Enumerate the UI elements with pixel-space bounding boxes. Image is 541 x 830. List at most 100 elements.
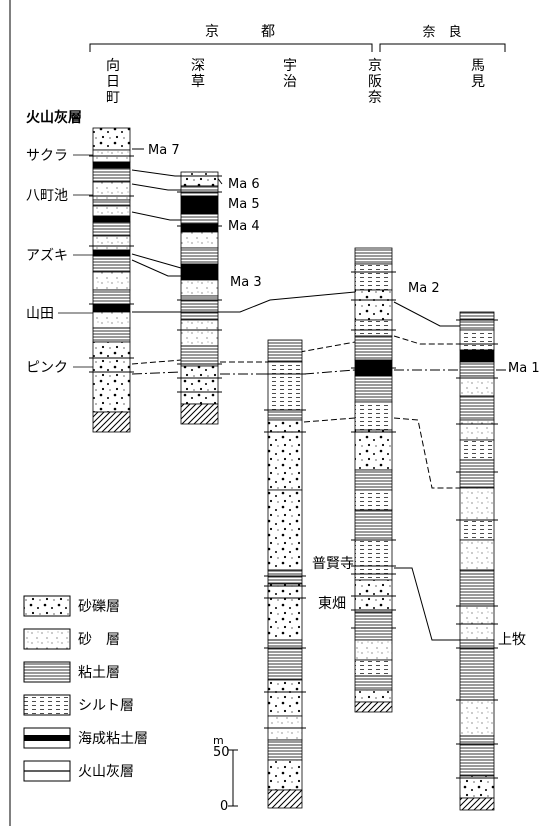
stratigraphic-columns [89, 128, 498, 810]
column-layer-clay [93, 256, 130, 272]
column-layer-silt [355, 660, 392, 676]
column-layer-clay [355, 376, 392, 402]
column-layer-sand [355, 640, 392, 660]
column-layer-gravel [355, 430, 392, 470]
column-layer-gravel [93, 372, 130, 412]
marine-clay-label: Ma 6 [228, 177, 260, 192]
ash-layer-label: 山田 [26, 306, 54, 322]
column-layer-clay [181, 248, 218, 264]
pink-link-3 [394, 336, 460, 344]
column-layer-clay [460, 736, 494, 776]
column-layer-sand [93, 236, 130, 250]
site-name: 馬見 [471, 58, 485, 90]
scale-top-label: 50 [213, 745, 230, 760]
site-label-fugenji: 普賢寺 [312, 556, 354, 572]
column-layer-silt [268, 362, 302, 410]
column-layer-hatch [355, 702, 392, 712]
scale-bottom-label: 0 [220, 799, 228, 814]
column-keihanna [355, 248, 392, 712]
column-layer-hatch [93, 412, 130, 432]
column-layer-clay [93, 222, 130, 236]
column-layer-clay [268, 640, 302, 680]
column-layer-clay [460, 460, 494, 488]
column-layer-sand [460, 540, 494, 570]
site-label-kamimaki: 上牧 [498, 632, 526, 648]
column-layer-hatch [268, 790, 302, 808]
column-layer-gravel [268, 420, 302, 490]
ma2-link [394, 302, 460, 326]
column-layer-gravel [268, 680, 302, 716]
column-layer-clay [93, 328, 130, 342]
column-layer-clay [268, 340, 302, 362]
column-layer-gravel [181, 172, 218, 186]
column-fukakusa [181, 172, 218, 424]
column-layer-clay [268, 410, 302, 420]
column-layer-marine [93, 216, 130, 222]
column-layer-clay [355, 470, 392, 490]
column-layer-gravel [93, 342, 130, 372]
column-layer-hatch [460, 798, 494, 810]
column-layer-sand [181, 280, 218, 296]
column-layer-sand [181, 320, 218, 346]
column-layer-gravel [268, 490, 302, 570]
column-layer-clay [460, 570, 494, 604]
nara-bracket [380, 44, 505, 52]
column-layer-clay [181, 346, 218, 366]
ash-layer-label: サクラ [26, 148, 68, 164]
dash-link-lower-2 [394, 418, 460, 488]
column-layer-gravel [268, 760, 302, 790]
kyoto-bracket [90, 44, 372, 52]
marine-clay-label: Ma 5 [228, 197, 260, 212]
column-layer-gravel [355, 290, 392, 320]
site-label-higashihata: 東畑 [318, 596, 346, 612]
column-layer-sand [93, 206, 130, 216]
column-layer-clay [181, 214, 218, 224]
column-layer-sand [460, 700, 494, 736]
column-layer-marine [93, 250, 130, 256]
column-layer-clay [355, 510, 392, 540]
column-layer-clay [268, 740, 302, 760]
column-layer-clay [460, 640, 494, 700]
column-layer-sand [181, 232, 218, 248]
column-layer-silt [460, 440, 494, 460]
ma3-link-lower [132, 260, 181, 276]
column-layer-silt [355, 264, 392, 290]
marine-clay-label: Ma 3 [230, 275, 262, 290]
column-layer-clay [93, 168, 130, 182]
column-layer-clay [181, 186, 218, 196]
column-layer-clay [460, 362, 494, 376]
yamada-link-2 [220, 292, 355, 312]
ma3-link [132, 254, 181, 268]
marine-clay-label: Ma 2 [408, 281, 440, 296]
column-layer-gravel [460, 776, 494, 798]
column-layer-silt [355, 320, 392, 336]
legend-label: 粘土層 [78, 665, 120, 681]
column-layer-marine [93, 162, 130, 168]
column-layer-clay [268, 570, 302, 584]
column-layer-sand [460, 420, 494, 440]
column-layer-silt [355, 490, 392, 510]
column-umami [460, 312, 494, 810]
legend-swatch-sand [24, 629, 70, 649]
marine-clay-label: Ma 7 [148, 143, 180, 158]
legend-label: 火山灰層 [78, 764, 134, 780]
ash-layer-label: 八町池 [26, 188, 68, 204]
kamimaki-link [394, 568, 460, 640]
legend-swatch-silt [24, 695, 70, 715]
column-layer-clay [93, 290, 130, 304]
column-layer-sand [93, 312, 130, 328]
site-name: 宇治 [283, 58, 297, 90]
column-layer-sand [460, 376, 494, 396]
region-nara: 奈 良 [422, 24, 461, 40]
legend-swatch-ash [24, 761, 70, 781]
legend-label: 砂 層 [78, 632, 120, 648]
column-layer-clay [355, 612, 392, 640]
legend-swatch-clay [24, 662, 70, 682]
column-layer-clay [355, 336, 392, 360]
ash-layer-label: アズキ [26, 248, 68, 264]
ash-header-label: 火山灰層 [26, 109, 82, 126]
ma1-link-3 [304, 370, 355, 374]
column-layer-sand [93, 272, 130, 290]
